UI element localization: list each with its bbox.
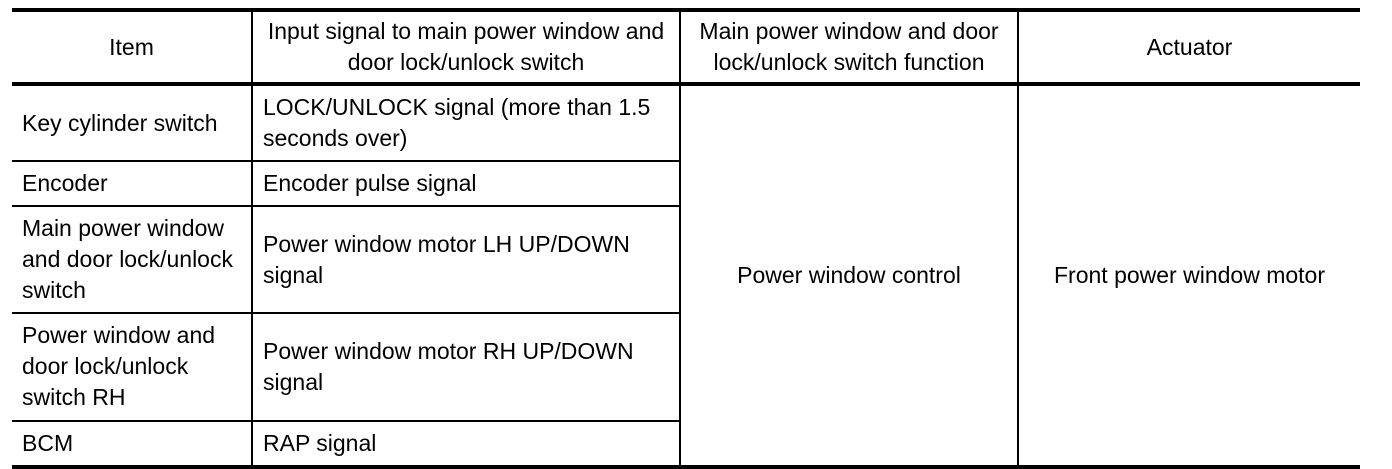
item-cell: Key cylinder switch [12, 83, 252, 163]
header-item: Item [12, 7, 252, 87]
switch-function-cell: Power window control [679, 83, 1018, 469]
signal-cell: RAP signal [251, 419, 680, 469]
signal-cell: Power window motor LH UP/DOWN signal [251, 205, 680, 315]
item-cell: Power window and door lock/unlock switch… [12, 312, 252, 422]
header-actuator: Actuator [1017, 7, 1360, 87]
table-row-main-power-window-switch: Main power window and door lock/unlock s… [12, 205, 1360, 315]
power-window-signal-table: Item Input signal to main power window a… [12, 7, 1360, 469]
header-input-signal: Input signal to main power window and do… [251, 7, 680, 87]
signal-cell: LOCK/UNLOCK signal (more than 1.5 second… [251, 83, 680, 163]
header-row: Item Input signal to main power window a… [12, 7, 1360, 87]
table-row-power-window-switch-rh: Power window and door lock/unlock switch… [12, 312, 1360, 422]
table-row-key-cylinder-switch: Key cylinder switch LOCK/UNLOCK signal (… [12, 83, 1360, 469]
item-cell: Encoder [12, 160, 252, 208]
header-switch-function: Main power window and door lock/unlock s… [679, 7, 1018, 87]
signal-cell: Encoder pulse signal [251, 160, 680, 208]
item-cell: BCM [12, 419, 252, 469]
table-row-encoder: Encoder Encoder pulse signal [12, 160, 1360, 208]
signal-cell: Power window motor RH UP/DOWN signal [251, 312, 680, 422]
actuator-cell: Front power window motor [1017, 83, 1360, 469]
item-cell: Main power window and door lock/unlock s… [12, 205, 252, 315]
